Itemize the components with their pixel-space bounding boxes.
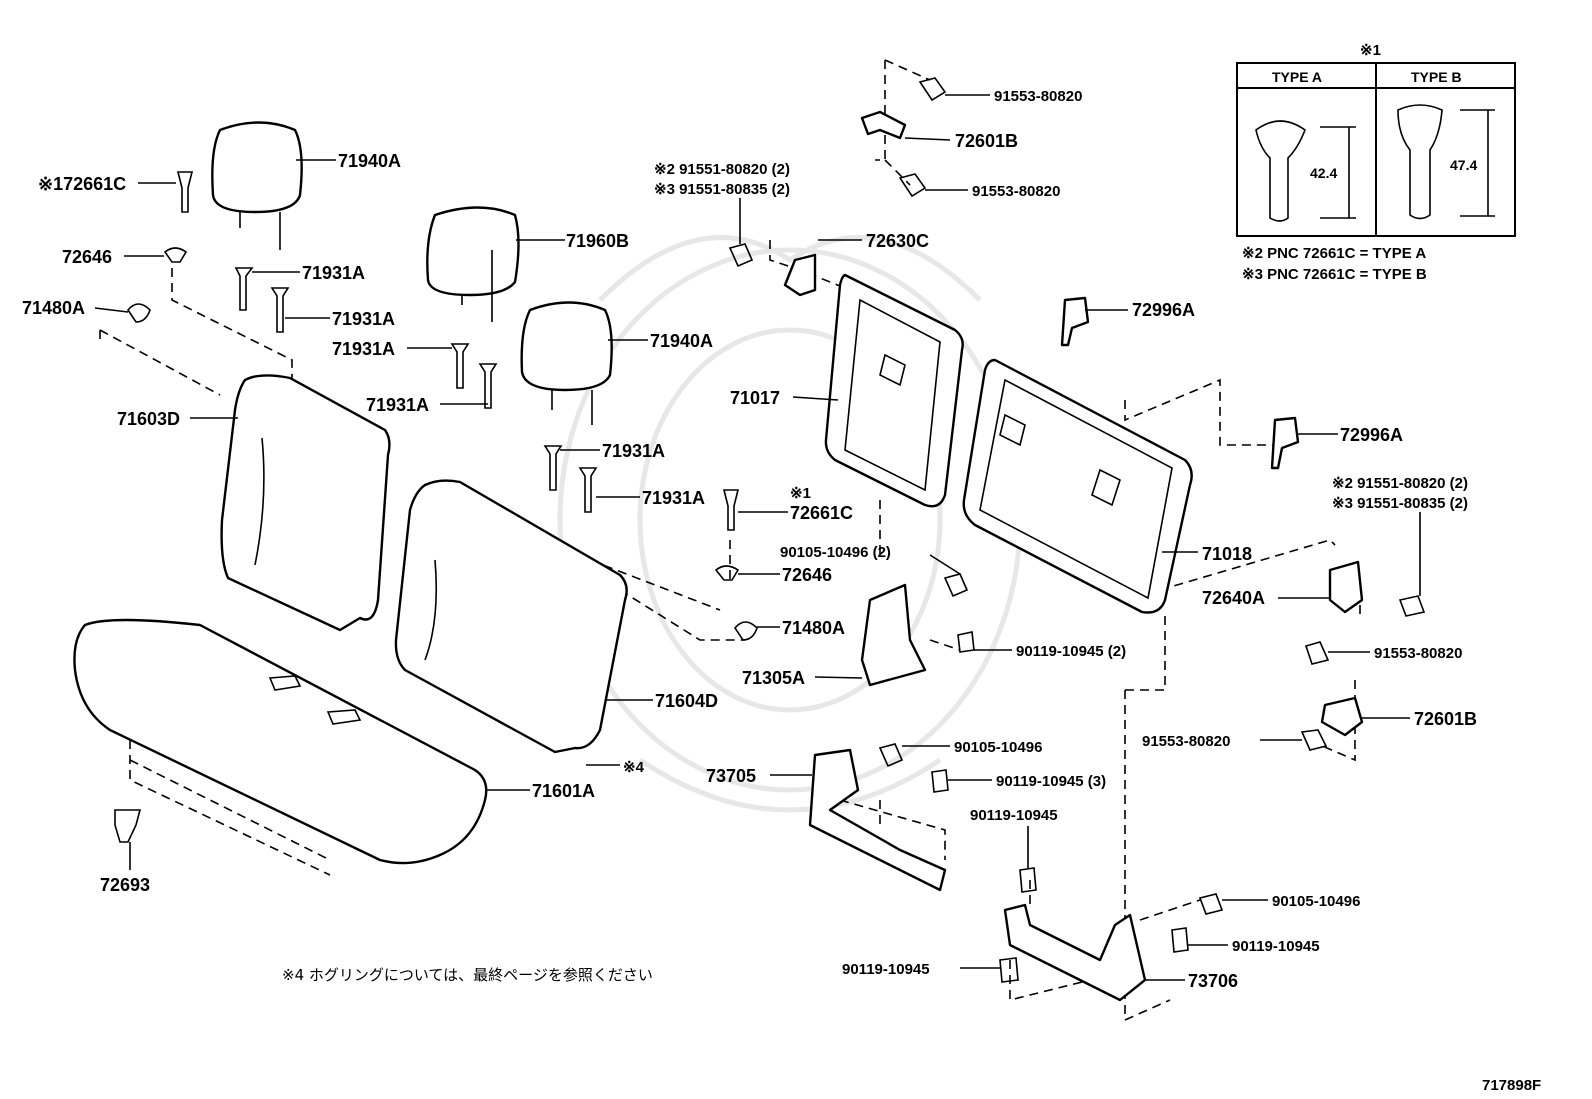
label-72640a: 72640A xyxy=(1202,588,1265,608)
label-71603d: 71603D xyxy=(117,409,180,429)
label-72646-2: 72646 xyxy=(782,565,832,585)
label-72601b-1: 72601B xyxy=(955,131,1018,151)
label-90119-2: 90119-10945 (3) xyxy=(996,773,1106,790)
label-71960b: 71960B xyxy=(566,231,629,251)
headrest-guides xyxy=(114,171,758,843)
label-71480a-1: 71480A xyxy=(22,298,85,318)
footnote-hog-ring: ※4 ホグリングについては、最終ページを参照ください xyxy=(282,966,653,984)
seatback-71604d xyxy=(394,479,628,754)
label-90105-3: 90105-10496 xyxy=(1272,893,1360,910)
label-91553-3: 91553-80820 xyxy=(1374,645,1462,662)
label-71480a-2: 71480A xyxy=(782,618,845,638)
label-90105-1: 90105-10496 (2) xyxy=(780,544,891,561)
label-72630c: 72630C xyxy=(866,231,929,251)
type-a-header: TYPE A xyxy=(1272,69,1322,85)
label-71604d: 71604D xyxy=(655,691,718,711)
type-table-marker: ※1 xyxy=(1360,42,1381,59)
label-71931a-6: 71931A xyxy=(642,488,705,508)
label-hog-ring: ※4 xyxy=(623,759,645,776)
brackets xyxy=(783,110,1364,1002)
label-72661c-2-marker: ※1 xyxy=(790,485,811,502)
label-71940a-1: 71940A xyxy=(338,151,401,171)
part-labels: 71940A ※172661C 72646 71931A 71931A 7148… xyxy=(22,88,1477,991)
label-72996a-1: 72996A xyxy=(1132,300,1195,320)
type-note-2: ※2 PNC 72661C = TYPE A xyxy=(1242,245,1426,262)
label-72601b-2: 72601B xyxy=(1414,709,1477,729)
seatback-71603d xyxy=(220,374,391,632)
label-91551-b: ※3 91551-80835 (2) xyxy=(654,181,790,198)
type-a-dimension: 42.4 xyxy=(1310,165,1337,181)
seat-cushion-71601a xyxy=(73,618,488,865)
label-72646-1: 72646 xyxy=(62,247,112,267)
label-71931a-3: 71931A xyxy=(332,339,395,359)
watermark-emblem xyxy=(557,235,1023,813)
label-90105-2: 90105-10496 xyxy=(954,739,1042,756)
label-91553-2: 91553-80820 xyxy=(972,183,1060,200)
label-91551-a: ※2 91551-80820 (2) xyxy=(654,161,790,178)
label-71601a: 71601A xyxy=(532,781,595,801)
leader-lines xyxy=(94,94,1421,981)
label-90119-3: 90119-10945 xyxy=(970,807,1058,824)
type-b-dimension: 47.4 xyxy=(1450,157,1477,173)
label-91551-c: ※2 91551-80820 (2) xyxy=(1332,475,1468,492)
diagram-id: 717898F xyxy=(1482,1077,1541,1094)
seatback-frame-71018 xyxy=(962,358,1193,614)
label-73706: 73706 xyxy=(1188,971,1238,991)
label-90119-4: 90119-10945 xyxy=(1232,938,1320,955)
label-71931a-5: 71931A xyxy=(602,441,665,461)
label-91551-d: ※3 91551-80835 (2) xyxy=(1332,495,1468,512)
headrest-71960b-center xyxy=(426,206,520,322)
type-note-3: ※3 PNC 72661C = TYPE B xyxy=(1242,266,1427,283)
label-71018: 71018 xyxy=(1202,544,1252,564)
type-table: ※1 TYPE A TYPE B 42.4 47.4 ※2 PNC 72661C… xyxy=(1236,42,1516,283)
label-73705: 73705 xyxy=(706,766,756,786)
label-72661c-2: 72661C xyxy=(790,503,853,523)
label-71017: 71017 xyxy=(730,388,780,408)
label-90119-5: 90119-10945 xyxy=(842,961,930,978)
label-72693: 72693 xyxy=(100,875,150,895)
label-72661c-1: ※172661C xyxy=(38,174,126,194)
label-72996a-2: 72996A xyxy=(1340,425,1403,445)
label-71940a-2: 71940A xyxy=(650,331,713,351)
seatback-frame-71017 xyxy=(824,273,964,508)
label-90119-1: 90119-10945 (2) xyxy=(1016,643,1126,660)
label-71931a-1: 71931A xyxy=(302,263,365,283)
label-91553-4: 91553-80820 xyxy=(1142,733,1230,750)
label-71305a: 71305A xyxy=(742,668,805,688)
type-b-header: TYPE B xyxy=(1411,69,1462,85)
label-91553-1: 91553-80820 xyxy=(994,88,1082,105)
label-71931a-2: 71931A xyxy=(332,309,395,329)
headrest-71940a-right xyxy=(520,301,613,425)
headrest-71940a-left xyxy=(211,121,303,250)
label-71931a-4: 71931A xyxy=(366,395,429,415)
